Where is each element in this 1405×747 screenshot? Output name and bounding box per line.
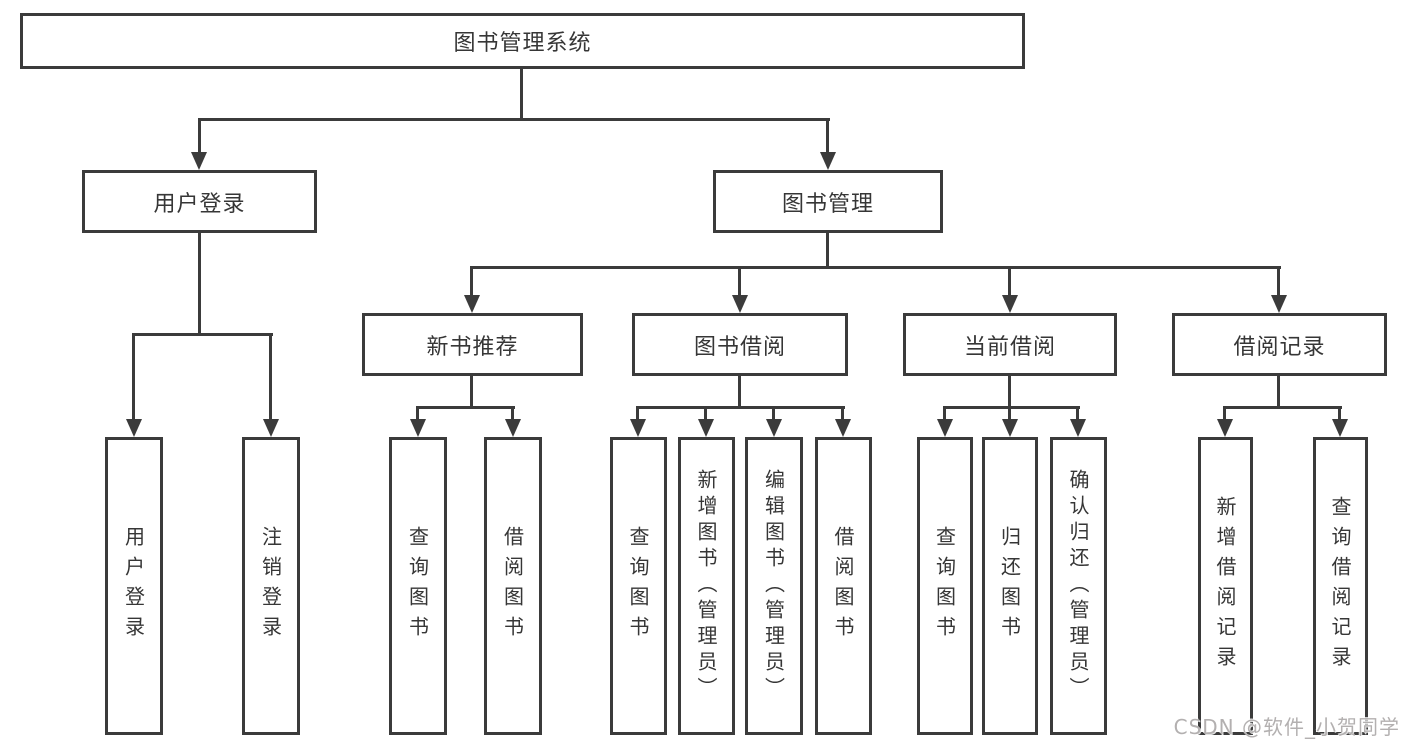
connector-vline xyxy=(511,406,514,421)
node-label: 查询图书 xyxy=(405,526,430,646)
arrowhead-icon xyxy=(464,295,480,313)
connector-vline xyxy=(738,376,741,408)
connector-vline xyxy=(1076,406,1079,421)
arrowhead-icon xyxy=(698,419,714,437)
connector-vline xyxy=(1277,376,1280,408)
arrowhead-icon xyxy=(835,419,851,437)
connector-vline xyxy=(470,266,473,295)
node-label: 注销登录 xyxy=(258,526,283,646)
node-label: 用户登录 xyxy=(153,191,246,217)
arrowhead-icon xyxy=(191,152,207,170)
connector-vline xyxy=(1277,266,1280,295)
arrowhead-icon xyxy=(1332,419,1348,437)
connector-vline xyxy=(704,406,707,421)
leaf-confirm-return-admin: 确认归还（管理员） xyxy=(1050,437,1107,735)
connector-vline xyxy=(198,233,201,335)
node-label: 编辑图书（管理员） xyxy=(761,469,786,703)
csdn-watermark: CSDN @软件_小贺同学 xyxy=(1173,715,1400,739)
node-book-borrowing: 图书借阅 xyxy=(632,313,848,376)
node-book-management: 图书管理 xyxy=(713,170,943,233)
connector-vline xyxy=(943,406,946,421)
connector-hline xyxy=(1223,406,1342,409)
leaf-borrow-books: 借阅图书 xyxy=(815,437,872,735)
leaf-edit-books-admin: 编辑图书（管理员） xyxy=(745,437,803,735)
leaf-query-books-recommend: 查询图书 xyxy=(389,437,447,735)
arrowhead-icon xyxy=(937,419,953,437)
arrowhead-icon xyxy=(1271,295,1287,313)
leaf-user-login: 用户登录 xyxy=(105,437,163,735)
leaf-add-borrow-record: 新增借阅记录 xyxy=(1198,437,1253,735)
node-label: 确认归还（管理员） xyxy=(1066,469,1090,703)
connector-vline xyxy=(1338,406,1341,421)
leaf-logout: 注销登录 xyxy=(242,437,300,735)
arrowhead-icon xyxy=(1002,295,1018,313)
connector-vline xyxy=(416,406,419,421)
arrowhead-icon xyxy=(1217,419,1233,437)
arrowhead-icon xyxy=(263,419,279,437)
arrowhead-icon xyxy=(766,419,782,437)
leaf-query-borrow-record: 查询借阅记录 xyxy=(1313,437,1368,735)
node-label: 图书管理系统 xyxy=(453,31,592,56)
arrowhead-icon xyxy=(630,419,646,437)
leaf-query-books-current: 查询图书 xyxy=(917,437,973,735)
connector-vline xyxy=(1008,266,1011,295)
node-label: 当前借阅 xyxy=(963,334,1056,360)
connector-hline xyxy=(471,266,1281,269)
connector-vline xyxy=(738,266,741,295)
node-label: 图书管理 xyxy=(781,191,874,217)
connector-vline xyxy=(1008,406,1011,421)
connector-vline xyxy=(841,406,844,421)
arrowhead-icon xyxy=(820,152,836,170)
node-label: 借阅图书 xyxy=(831,526,855,646)
arrowhead-icon xyxy=(410,419,426,437)
connector-vline xyxy=(520,69,523,120)
connector-vline xyxy=(772,406,775,421)
node-library-system: 图书管理系统 xyxy=(20,13,1025,69)
node-label: 新增图书（管理员） xyxy=(694,469,718,703)
node-label: 借阅记录 xyxy=(1233,334,1326,360)
node-label: 新增借阅记录 xyxy=(1213,496,1237,676)
connector-vline xyxy=(826,233,829,268)
leaf-return-books: 归还图书 xyxy=(982,437,1038,735)
node-label: 用户登录 xyxy=(121,526,146,646)
connector-hline xyxy=(198,118,830,121)
node-label: 查询借阅记录 xyxy=(1328,496,1352,676)
node-label: 图书借阅 xyxy=(693,334,786,360)
node-label: 新书推荐 xyxy=(426,334,519,360)
leaf-add-books-admin: 新增图书（管理员） xyxy=(678,437,735,735)
node-label: 查询图书 xyxy=(932,526,957,646)
node-label: 借阅图书 xyxy=(500,526,525,646)
connector-hline xyxy=(636,406,845,409)
arrowhead-icon xyxy=(1070,419,1086,437)
connector-vline xyxy=(1008,376,1011,408)
arrowhead-icon xyxy=(1002,419,1018,437)
connector-vline xyxy=(269,333,272,419)
node-current-borrowing: 当前借阅 xyxy=(903,313,1117,376)
connector-vline xyxy=(826,118,829,155)
arrowhead-icon xyxy=(505,419,521,437)
connector-vline xyxy=(470,376,473,408)
node-borrowing-records: 借阅记录 xyxy=(1172,313,1387,376)
leaf-query-books-borrow: 查询图书 xyxy=(610,437,667,735)
leaf-borrow-books-recommend: 借阅图书 xyxy=(484,437,542,735)
node-new-book-recommend: 新书推荐 xyxy=(362,313,583,376)
connector-hline xyxy=(943,406,1080,409)
arrowhead-icon xyxy=(126,419,142,437)
node-user-login: 用户登录 xyxy=(82,170,317,233)
connector-hline xyxy=(416,406,515,409)
connector-hline xyxy=(132,333,273,336)
node-label: 归还图书 xyxy=(997,526,1022,646)
connector-vline xyxy=(636,406,639,421)
arrowhead-icon xyxy=(732,295,748,313)
connector-vline xyxy=(1223,406,1226,421)
connector-vline xyxy=(198,118,201,155)
connector-vline xyxy=(132,333,135,419)
node-label: 查询图书 xyxy=(626,526,650,646)
